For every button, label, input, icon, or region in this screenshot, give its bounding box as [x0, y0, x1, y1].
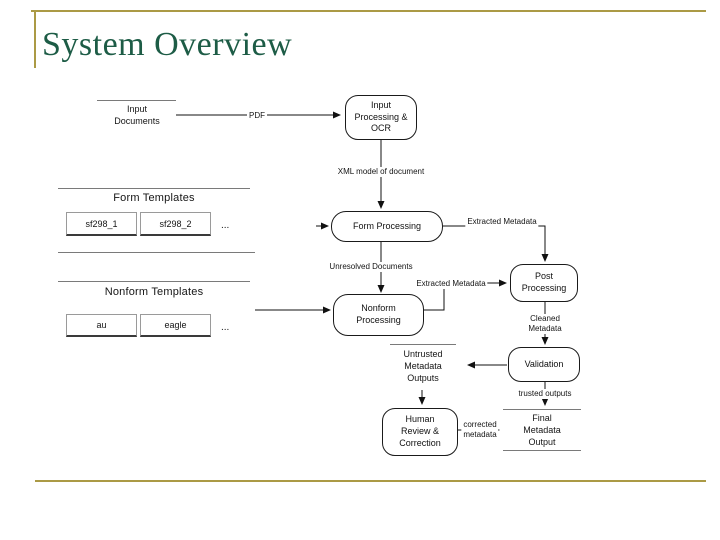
node-human-review-correction: Human Review & Correction	[382, 408, 458, 456]
store-line-nonform-templates-top	[58, 281, 250, 282]
template-box-sf298-2: sf298_2	[140, 212, 211, 236]
edge-label-unresolved-documents: Unresolved Documents	[327, 262, 415, 272]
form-templates-ellipsis: ...	[221, 220, 230, 231]
slide-frame-left-line	[34, 10, 36, 68]
slide-frame-bottom-line	[35, 480, 706, 482]
store-nonform-templates: Nonform Templates	[104, 286, 204, 298]
edge-label-trusted-outputs: trusted outputs	[516, 389, 574, 399]
slide-frame-top-line	[31, 10, 706, 12]
edge-label-xml-model-of-document: XML model of document	[335, 167, 427, 177]
nonform-templates-ellipsis: ...	[221, 322, 230, 333]
edge-label-corrected-metadata: corrected metadata	[461, 420, 499, 440]
store-line-final-bottom	[503, 450, 581, 451]
slide-title: System Overview	[42, 26, 293, 63]
node-validation: Validation	[508, 347, 580, 382]
node-input-processing-ocr: Input Processing & OCR	[345, 95, 417, 140]
node-nonform-processing: Nonform Processing	[333, 294, 424, 336]
node-post-processing: Post Processing	[510, 264, 578, 302]
store-line-form-templates-top	[58, 188, 250, 189]
store-untrusted-metadata-outputs: Untrusted Metadata Outputs	[403, 349, 443, 384]
template-box-eagle: eagle	[140, 314, 211, 337]
store-line-input-documents	[97, 100, 176, 101]
edge-label-pdf: PDF	[247, 111, 267, 121]
store-line-final-top	[503, 409, 581, 410]
store-input-documents: Input Documents	[114, 104, 160, 127]
store-final-metadata-output: Final Metadata Output	[523, 413, 561, 448]
edge-label-extracted-metadata-2: Extracted Metadata	[414, 279, 488, 289]
store-line-form-templates-bottom	[58, 252, 255, 253]
template-box-au: au	[66, 314, 137, 337]
edge-label-cleaned-metadata: Cleaned Metadata	[526, 314, 564, 334]
template-box-sf298-1: sf298_1	[66, 212, 137, 236]
node-form-processing: Form Processing	[331, 211, 443, 242]
store-form-templates: Form Templates	[113, 192, 195, 204]
edge-label-extracted-metadata-1: Extracted Metadata	[465, 217, 539, 227]
edge-formprocessing-to-postprocessing	[443, 225, 549, 262]
store-line-untrusted-top	[390, 344, 456, 345]
